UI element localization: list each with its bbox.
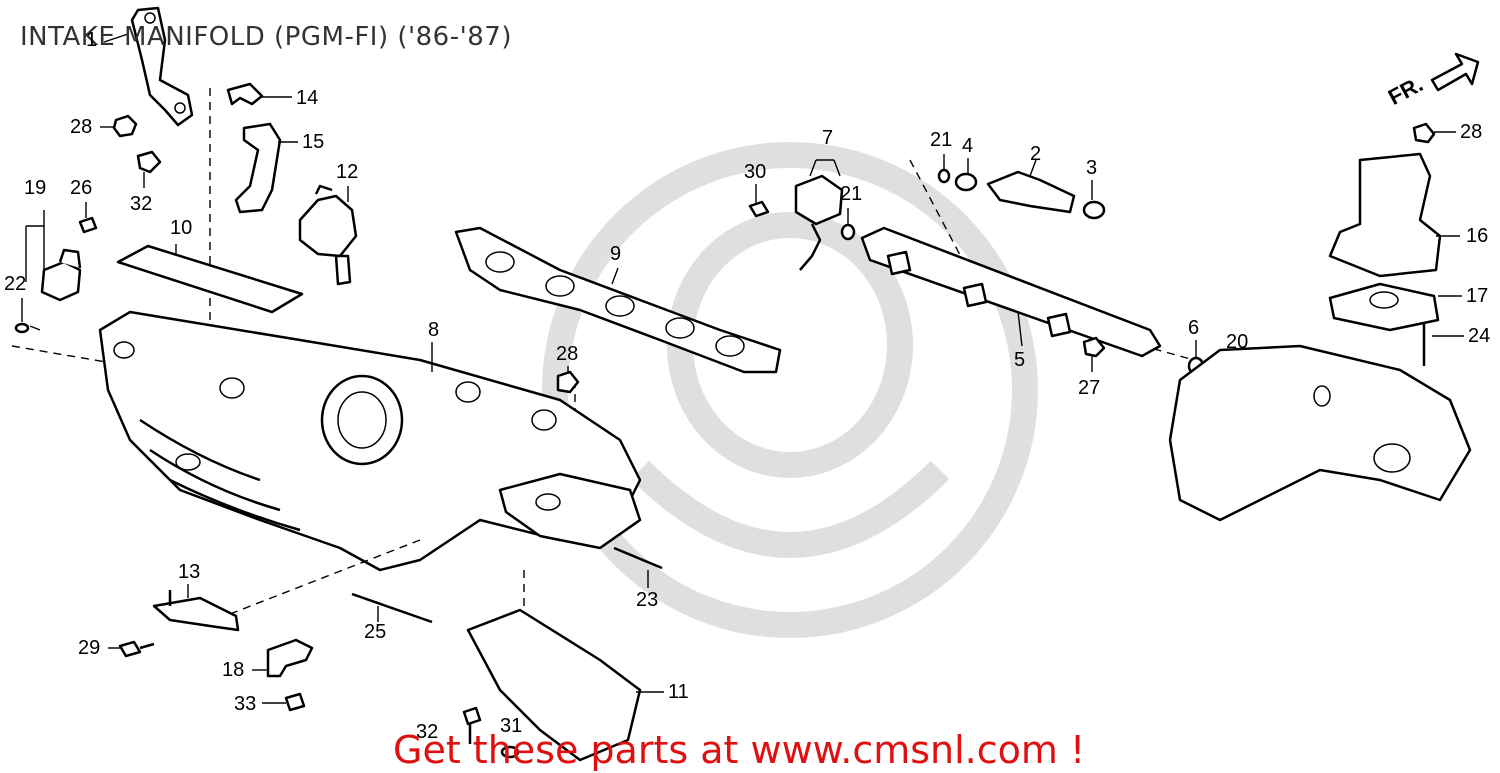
watermark-link-text[interactable]: Get these parts at www.cmsnl.com ! bbox=[393, 728, 1086, 772]
bracket-part-1 bbox=[103, 6, 194, 127]
intake-manifold-main bbox=[98, 310, 642, 572]
diagram-title: INTAKE MANIFOLD (PGM-FI) ('86-'87) bbox=[20, 22, 512, 52]
callout-12: 12 bbox=[336, 161, 359, 183]
seal-4 bbox=[954, 172, 978, 192]
bracket-18 bbox=[252, 638, 314, 678]
stud-24 bbox=[1422, 322, 1464, 366]
callout-11: 11 bbox=[668, 681, 689, 703]
callout-33: 33 bbox=[234, 693, 257, 715]
washer-31 bbox=[500, 745, 520, 759]
callout-23: 23 bbox=[636, 589, 659, 611]
bracket-13 bbox=[152, 539, 421, 632]
callout-14: 14 bbox=[296, 87, 319, 109]
background-logo-watermark bbox=[542, 142, 1038, 638]
nut-27 bbox=[1082, 336, 1106, 372]
callout-16: 16 bbox=[1466, 225, 1489, 247]
callout-24: 24 bbox=[1468, 325, 1491, 347]
callout-1: 1 bbox=[86, 29, 98, 51]
bolt-26 bbox=[78, 202, 98, 234]
valve-16 bbox=[1328, 152, 1460, 278]
callout-18: 18 bbox=[222, 659, 245, 681]
callout-32: 32 bbox=[416, 721, 439, 743]
callout-27: 27 bbox=[1078, 377, 1101, 399]
valve-12 bbox=[298, 184, 358, 286]
bolt-33 bbox=[262, 692, 306, 712]
callout-5: 5 bbox=[1014, 349, 1026, 371]
callout-28: 28 bbox=[1460, 121, 1483, 143]
cushion-3 bbox=[1082, 200, 1106, 220]
front-direction-arrow-icon bbox=[1430, 52, 1480, 92]
callout-3: 3 bbox=[1086, 157, 1098, 179]
gasket-17 bbox=[1328, 282, 1462, 332]
callout-28: 28 bbox=[70, 116, 93, 138]
callout-32: 32 bbox=[130, 193, 153, 215]
callout-28: 28 bbox=[556, 343, 579, 365]
intake-gasket-9 bbox=[454, 226, 782, 374]
washer-22 bbox=[14, 322, 30, 334]
callout-25: 25 bbox=[364, 621, 387, 643]
callout-9: 9 bbox=[610, 243, 622, 265]
callout-13: 13 bbox=[178, 561, 201, 583]
callout-17: 17 bbox=[1466, 285, 1489, 307]
callout-26: 26 bbox=[70, 177, 93, 199]
injector-2 bbox=[986, 159, 1076, 214]
callout-2: 2 bbox=[1030, 143, 1042, 165]
bolt-30 bbox=[748, 184, 770, 218]
nut-28-upper-left bbox=[100, 114, 138, 138]
callout-30: 30 bbox=[744, 161, 767, 183]
bolt-29 bbox=[108, 640, 155, 658]
callout-7: 7 bbox=[822, 127, 834, 149]
stud-25 bbox=[351, 592, 433, 624]
callout-21: 21 bbox=[930, 129, 953, 151]
bolt-32-lower bbox=[462, 706, 482, 744]
callout-6: 6 bbox=[1188, 317, 1200, 339]
leader-lines bbox=[21, 154, 1197, 358]
callout-19: 19 bbox=[24, 177, 47, 199]
fuel-rail-5 bbox=[860, 226, 1162, 358]
callout-22: 22 bbox=[4, 273, 27, 295]
sensor-19 bbox=[25, 210, 82, 302]
stud-23 bbox=[613, 546, 663, 588]
gasket-15 bbox=[234, 122, 298, 214]
bolt-32-upper bbox=[136, 150, 162, 188]
callout-29: 29 bbox=[78, 637, 101, 659]
callout-4: 4 bbox=[962, 135, 974, 157]
clip-14 bbox=[226, 82, 292, 106]
o-ring-21-right bbox=[937, 168, 951, 184]
o-ring-21-left bbox=[840, 223, 856, 241]
intake-manifold-right bbox=[1168, 344, 1472, 522]
callout-10: 10 bbox=[170, 217, 193, 239]
pressure-regulator-7 bbox=[794, 159, 844, 271]
callout-8: 8 bbox=[428, 319, 440, 341]
nut-28-center bbox=[556, 366, 580, 394]
nut-28-upper-right bbox=[1412, 122, 1456, 144]
label-plate-10 bbox=[116, 244, 304, 314]
cover-11 bbox=[466, 608, 664, 762]
callout-20: 20 bbox=[1226, 331, 1249, 353]
callout-31: 31 bbox=[500, 715, 523, 737]
callout-15: 15 bbox=[302, 131, 325, 153]
callout-21: 21 bbox=[840, 183, 863, 205]
